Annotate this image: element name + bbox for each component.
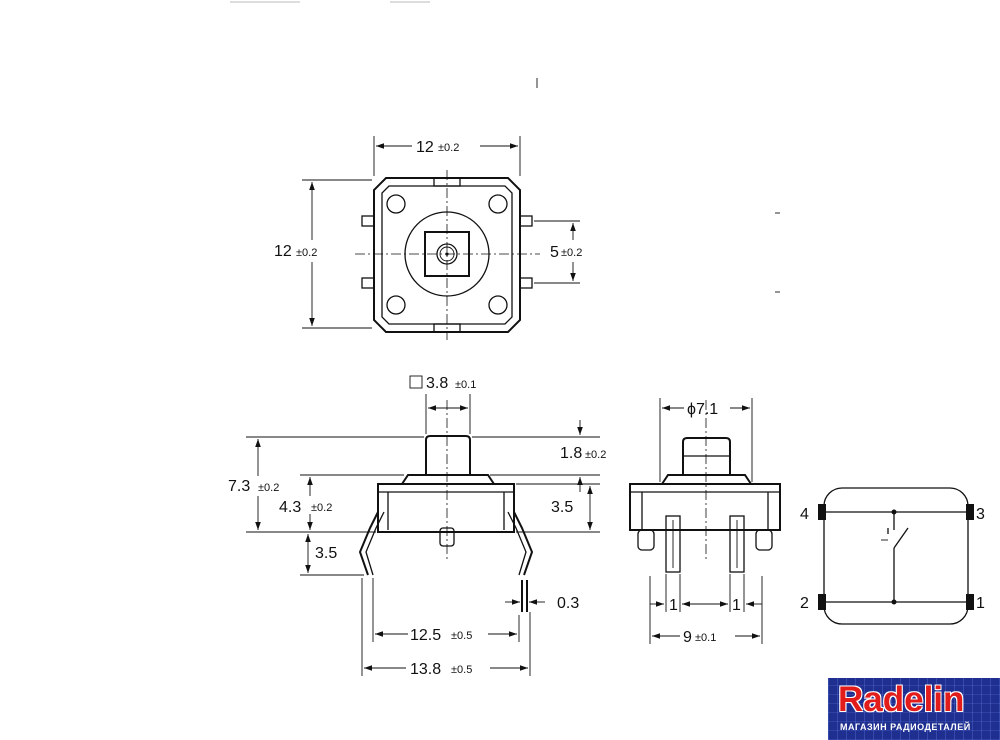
front-pin-pitch-label: 9: [683, 629, 692, 646]
top-pitch-label: 5: [550, 244, 559, 261]
front-pin-gap-right: 1: [732, 597, 741, 614]
radelin-logo: Radelin МАГАЗИН РАДИОДЕТАЛЕЙ: [828, 678, 1000, 740]
schematic-pin-bottom-right: 1: [976, 595, 985, 612]
top-width-label: 12: [416, 139, 434, 156]
side-body-height-tol: ±0.2: [311, 502, 332, 514]
schematic-pin-top-left: 4: [800, 506, 809, 523]
front-pin-gap-left: 1: [669, 597, 678, 614]
side-cap-tol: ±0.1: [455, 379, 476, 391]
side-lead-thickness-label: 0.3: [557, 595, 579, 612]
side-lead-span-label: 12.5: [410, 627, 441, 644]
schematic-pin-top-right: 3: [976, 506, 985, 523]
top-height-label: 12: [274, 243, 292, 260]
side-lead-span-tol: ±0.5: [451, 630, 472, 642]
side-overall-span-tol: ±0.5: [451, 664, 472, 676]
side-cap-label: 3.8: [426, 375, 448, 392]
top-view: 12 ±0.2 12 ±0.2 5 ±0.2: [274, 78, 780, 340]
side-view: 3.8 ±0.1 1.8 ±0.2 3.5 7.3 ±0.2 4.3 ±0.2 …: [228, 375, 606, 678]
top-pitch-tol: ±0.2: [561, 247, 582, 259]
side-cap-height-label: 1.8: [560, 445, 582, 462]
logo-tagline: МАГАЗИН РАДИОДЕТАЛЕЙ: [840, 722, 971, 732]
front-pin-pitch-tol: ±0.1: [695, 632, 716, 644]
schematic-pin-bottom-left: 2: [800, 595, 809, 612]
top-width-tol: ±0.2: [438, 142, 459, 154]
logo-brand: Radelin: [838, 680, 965, 719]
side-body-height-label: 4.3: [279, 499, 301, 516]
side-total-height-label: 7.3: [228, 478, 250, 495]
front-view: ϕ7.1 1 1 9 ±0.1: [629, 398, 781, 646]
switch-schematic: 4 3 2 1: [800, 487, 985, 625]
side-overall-span-label: 13.8: [410, 661, 441, 678]
front-diameter-label: ϕ7.1: [687, 401, 718, 418]
side-cap-height-tol: ±0.2: [585, 449, 606, 461]
side-total-height-tol: ±0.2: [258, 482, 279, 494]
side-body-right-label: 3.5: [551, 499, 573, 516]
top-height-tol: ±0.2: [296, 247, 317, 259]
logo-circuit-pattern: [828, 678, 1000, 740]
side-lead-length-label: 3.5: [315, 545, 337, 562]
